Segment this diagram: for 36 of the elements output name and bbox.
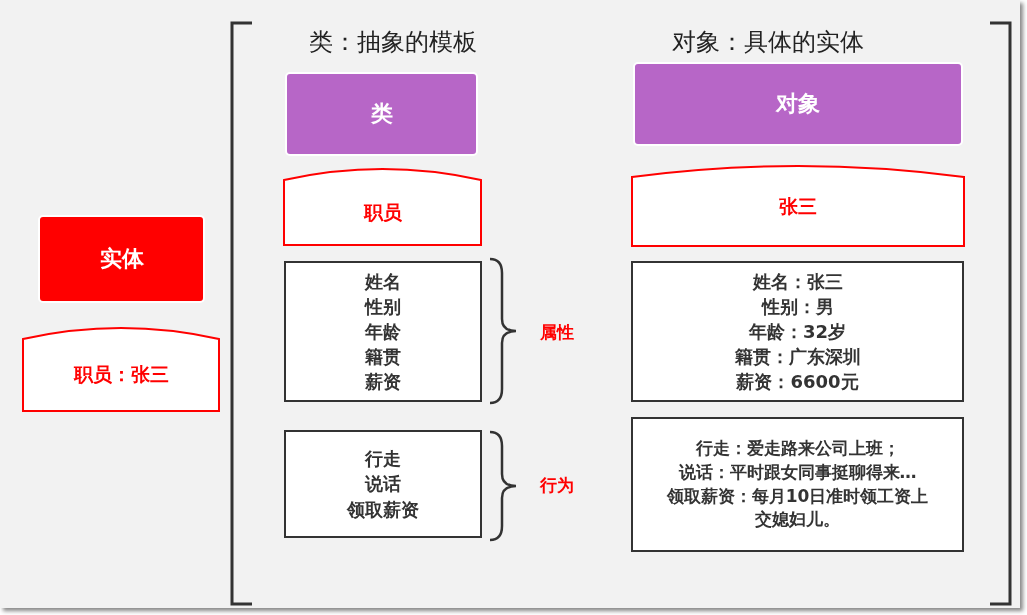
node-text: 领取薪资 [347, 497, 419, 522]
object-box [633, 62, 963, 146]
node-text: 领取薪资：每月10日准时领工资上交媳妇儿。 [665, 484, 930, 532]
node-text: 行走 [365, 447, 401, 472]
node-text: 籍贯：广东深圳 [734, 345, 861, 370]
attribute-box [631, 261, 964, 402]
node-text: 说话：平时跟女同事挺聊得来… [678, 460, 917, 484]
node-text: 对象 [776, 89, 820, 118]
node-text: 薪资：6600元 [736, 370, 859, 395]
class-box [285, 72, 478, 156]
arched-box [22, 327, 220, 412]
node-text: 姓名：张三 [752, 269, 843, 294]
node-text: 性别 [365, 294, 401, 319]
node-text: 年龄：32岁 [748, 319, 847, 344]
node-text: 年龄 [365, 319, 401, 344]
node-text: 张三 [779, 193, 817, 219]
node-text: 类 [370, 99, 393, 128]
node-text: 行走：爱走路来公司上班； [695, 436, 900, 460]
arched-box [283, 168, 482, 246]
behavior-box [284, 430, 482, 538]
node-text: 说话 [365, 472, 401, 497]
node-text: 职员 [363, 199, 402, 225]
node-text: 职员：张三 [73, 362, 169, 388]
arched-box [631, 165, 965, 247]
behavior-box [631, 417, 964, 552]
entity-box [38, 215, 205, 303]
node-text: 实体 [99, 244, 144, 273]
brace-label: 行为 [540, 474, 574, 497]
node-text: 薪资 [365, 370, 401, 395]
node-text: 性别：男 [761, 294, 834, 319]
column-heading: 类：抽象的模板 [309, 27, 477, 58]
node-text: 籍贯 [365, 345, 401, 370]
node-text: 姓名 [365, 269, 401, 294]
column-heading: 对象：具体的实体 [672, 27, 864, 58]
attribute-box [284, 261, 482, 402]
brace-label: 属性 [540, 321, 574, 344]
